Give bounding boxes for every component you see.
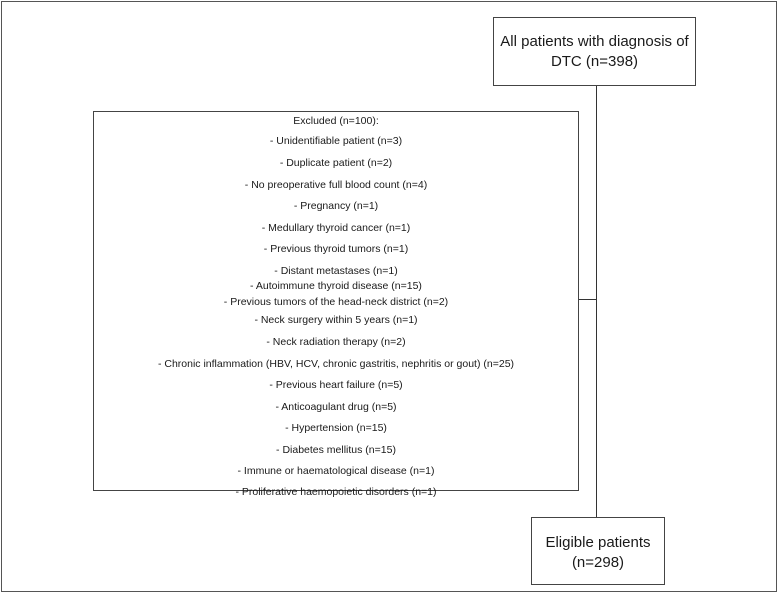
eligible-patients-line2: (n=298) [571, 554, 625, 571]
connector-to-excluded [579, 299, 596, 300]
exclusion-item: - Previous heart failure (n=5) [269, 379, 403, 391]
all-patients-line1: All patients with diagnosis of [500, 33, 689, 50]
connector-top-to-bottom [596, 86, 597, 517]
exclusion-item: - Previous tumors of the head-neck distr… [223, 296, 449, 308]
exclusion-item: - Duplicate patient (n=2) [279, 157, 393, 169]
exclusion-item: - Unidentifiable patient (n=3) [269, 135, 403, 147]
eligible-patients-line1: Eligible patients [545, 534, 651, 551]
exclusion-item: - No preoperative full blood count (n=4) [244, 179, 428, 191]
exclusion-item: - Diabetes mellitus (n=15) [276, 444, 396, 456]
exclusion-item: - Anticoagulant drug (n=5) [275, 401, 397, 413]
exclusion-item: - Pregnancy (n=1) [293, 200, 379, 212]
exclusion-item: - Hypertension (n=15) [285, 422, 387, 434]
exclusion-item: - Distant metastases (n=1) [274, 265, 398, 277]
exclusion-item: - Previous thyroid tumors (n=1) [263, 243, 409, 255]
all-patients-line2: DTC (n=398) [550, 53, 639, 70]
eligible-patients-box: Eligible patients (n=298) [531, 517, 665, 585]
all-patients-box: All patients with diagnosis of DTC (n=39… [493, 17, 696, 86]
exclusion-item: - Neck surgery within 5 years (n=1) [254, 314, 418, 326]
exclusion-item: - Autoimmune thyroid disease (n=15) [250, 280, 422, 292]
exclusion-item: - Immune or haematological disease (n=1) [237, 465, 435, 477]
exclusion-item: - Chronic inflammation (HBV, HCV, chroni… [157, 358, 515, 370]
excluded-heading: Excluded (n=100): [293, 115, 379, 127]
exclusion-item: - Medullary thyroid cancer (n=1) [261, 222, 411, 234]
exclusion-item: - Proliferative haemopoietic disorders (… [235, 486, 437, 498]
exclusion-item: - Neck radiation therapy (n=2) [266, 336, 406, 348]
excluded-box: Excluded (n=100): - Unidentifiable patie… [93, 111, 579, 498]
